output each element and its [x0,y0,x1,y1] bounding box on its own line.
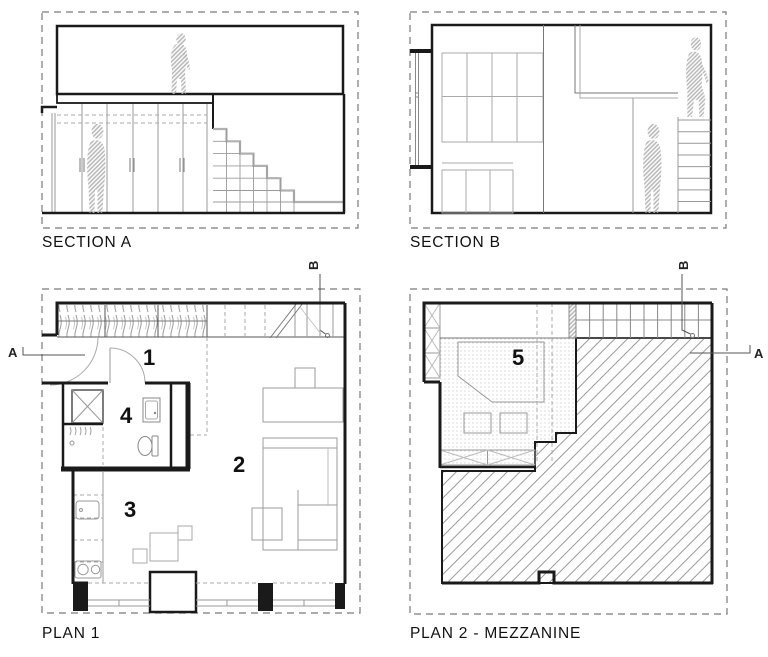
svg-text:A: A [8,345,18,360]
section-marker-b: B [306,261,330,338]
plan-2-label: PLAN 2 - MEZZANINE [410,625,581,642]
plan-1-label: PLAN 1 [42,625,100,642]
section-b-outline [430,23,713,215]
tall-window [415,53,419,165]
svg-text:B: B [676,261,691,270]
room-1-number: 1 [143,345,155,370]
room-4-number: 4 [120,403,133,428]
svg-text:A: A [754,346,764,361]
toilet [137,435,159,457]
section-marker-a: A [690,345,764,361]
section-a-label: SECTION A [42,234,132,251]
section-b-boundary [409,11,727,229]
desk [262,387,344,423]
chair [177,525,193,541]
room-3-number: 3 [124,497,136,522]
svg-text:B: B [306,261,321,270]
room-2-number: 2 [233,452,245,477]
mezzanine-slab [56,93,214,104]
section-marker-b: B [676,261,695,338]
ottoman [251,507,283,541]
wall-pier [335,583,345,609]
wall-pier [73,583,88,611]
plan-1-panel: B A [8,261,361,642]
person-figure [87,124,106,213]
shelving-grid [441,52,544,214]
kitchen-fixtures [73,472,104,583]
wall-pier [258,583,273,611]
windows [88,599,335,607]
plan-1-walls [42,301,347,614]
dining-table [149,532,179,562]
plan-1-boundary [41,288,361,614]
wall-notch [40,105,57,113]
sink-vanity [142,397,161,423]
stair-strip [440,302,712,339]
wall-bay [148,570,198,614]
laundry-rail [69,426,92,436]
entry-door [49,336,99,386]
bed [262,437,338,551]
stair-treads [677,117,711,213]
stool [294,367,316,389]
person-figure [643,124,662,213]
section-b-label: SECTION B [410,234,501,251]
wardrobe-strip [57,302,345,339]
plan-2-boundary [409,288,728,615]
furniture [132,367,344,564]
shelf-column [423,302,441,379]
person-figure [686,37,709,117]
section-marker-a: A [8,345,85,360]
plan-2-panel: B A 5 PLAN 2 - MEZZANINE [409,261,764,642]
mezzanine-edge-dashed [190,337,208,436]
plan-2-walls [422,301,714,585]
cooktop [74,560,102,579]
mezzanine-soffit [574,25,678,213]
kitchen-sink [75,500,100,520]
bathroom-fixtures [69,389,161,465]
storage-stairs [213,127,344,213]
mezzanine-volume-outline [55,24,345,96]
person-figure [171,33,190,94]
section-a-panel: SECTION A [40,11,359,251]
mezzanine-bed [457,341,545,434]
chair [132,548,148,564]
bathroom-door [109,347,146,384]
section-a-boundary [41,11,359,229]
closet-handles [79,158,185,172]
closet-elevation [57,104,208,213]
section-b-panel: SECTION B [409,11,727,251]
room-5-number: 5 [512,345,524,370]
